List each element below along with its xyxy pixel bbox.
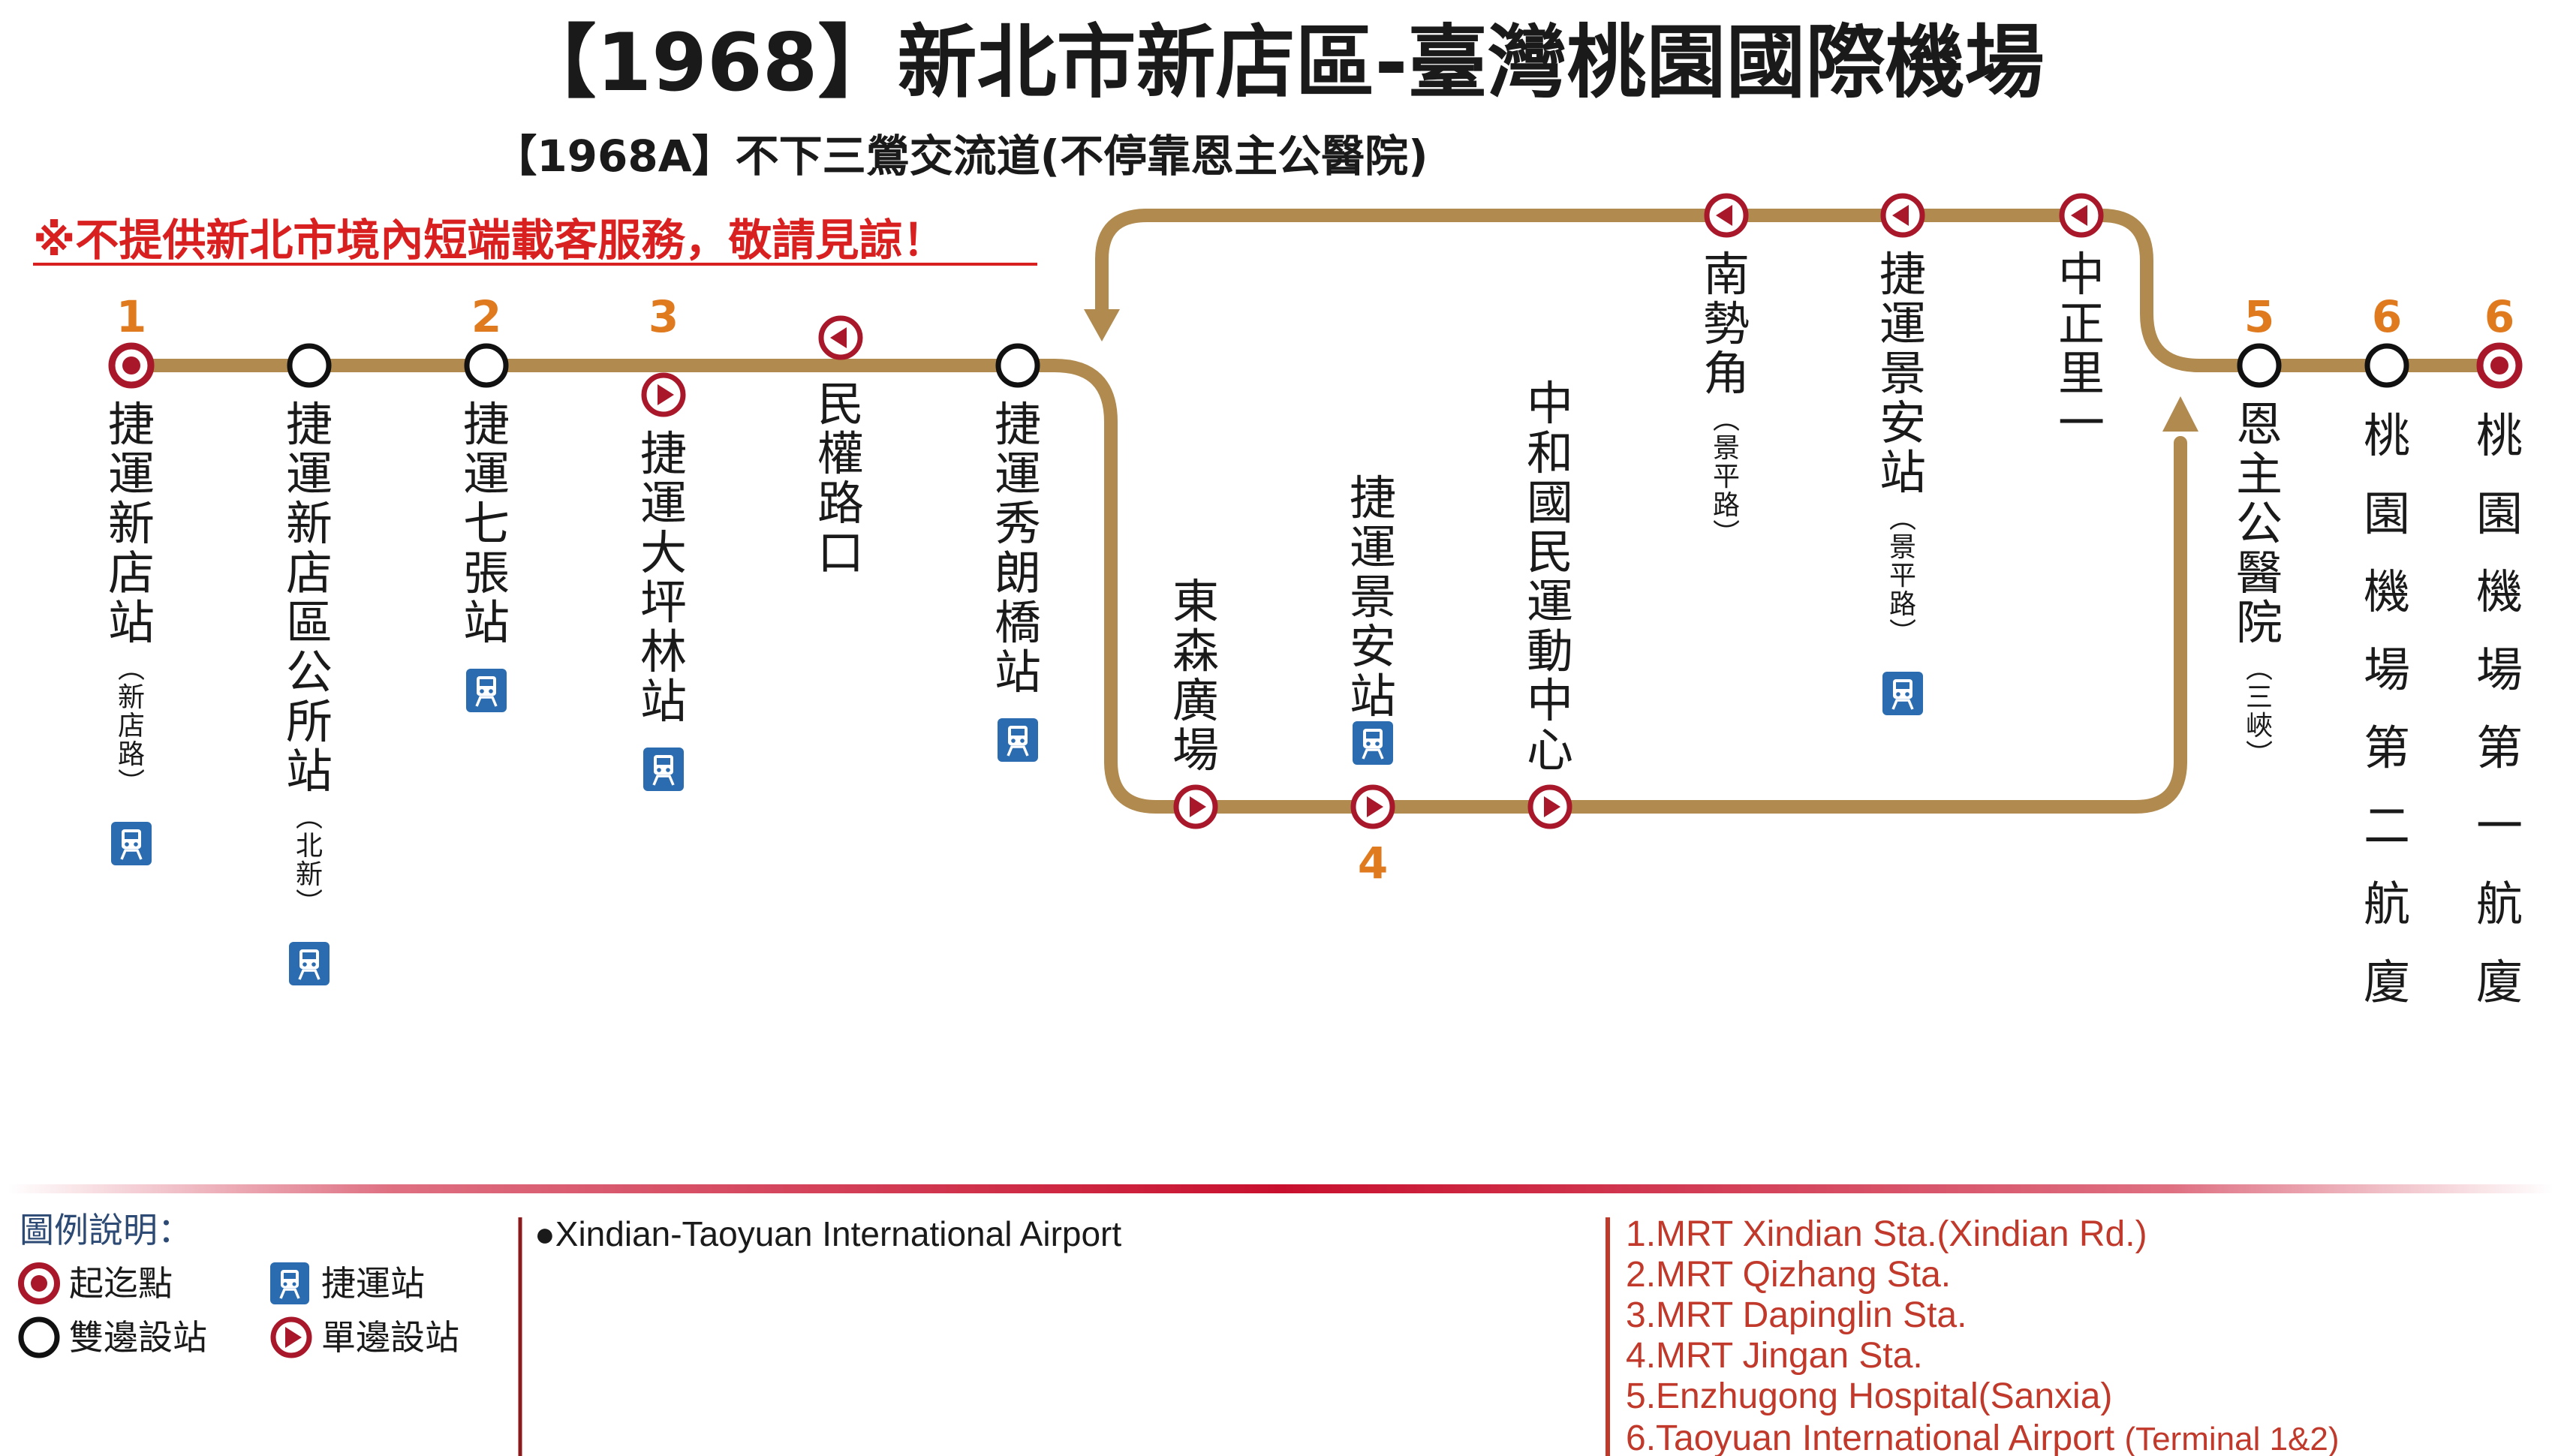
mrt-icon-s3: [466, 669, 507, 712]
legend-divider: [8, 1184, 2553, 1193]
stop-sub-s11: ︵景平路︶: [1889, 504, 1916, 648]
stop-marker-s6: [995, 343, 1040, 388]
legend-terminal-label: 起迄點: [69, 1263, 173, 1304]
stop-name-s7: 東森廣場: [1172, 574, 1219, 778]
stop-number-s4: 3: [649, 291, 679, 342]
stop-name-s14: 桃園機場第二航廈: [2364, 408, 2410, 1009]
stop-marker-s15: [2476, 342, 2523, 389]
english-stop-2: 2.MRT Qizhang Sta.: [1626, 1255, 1951, 1295]
legend-oneway-label: 單邊設站: [321, 1317, 459, 1358]
english-stop-3: 3.MRT Dapinglin Sta.: [1626, 1295, 1967, 1335]
legend-terminal-icon: [18, 1262, 60, 1304]
mrt-icon-s6: [998, 718, 1038, 762]
notice-text: ※不提供新北市境內短端載客服務，敬請見諒！: [33, 215, 946, 266]
route-line: [125, 359, 2187, 814]
mrt-icon-s1: [111, 822, 152, 865]
page-title: 【1968】新北市新店區-臺灣桃園國際機場: [516, 17, 2044, 109]
stop-name-s15: 桃園機場第一航廈: [2476, 408, 2523, 1009]
stop-marker-s12: [2059, 193, 2104, 238]
stop-name-s1: 捷運新店站: [108, 397, 155, 650]
stop-marker-s7: [1173, 784, 1218, 829]
english-stop-5: 5.Enzhugong Hospital(Sanxia): [1626, 1376, 2112, 1416]
stop-name-s10: 南勢角: [1703, 247, 1750, 401]
stop-marker-s4: [641, 372, 686, 417]
stop-marker-s10: [1704, 193, 1749, 238]
stop-marker-s5: [818, 315, 863, 360]
mrt-icon-s8: [1353, 721, 1393, 765]
stop-number-s14: 6: [2372, 291, 2402, 342]
stop-name-s6: 捷運秀朗橋站: [995, 397, 1041, 699]
mrt-icon-s11: [1882, 672, 1923, 715]
stop-name-s8: 捷運景安站: [1350, 471, 1396, 723]
mrt-icon-s2: [289, 942, 330, 985]
stop-number-s8: 4: [1358, 838, 1388, 889]
stop-name-s11: 捷運景安站: [1879, 247, 1926, 500]
direction-arrow-down: [1084, 309, 1120, 341]
stop-marker-s3: [464, 343, 509, 388]
english-stop-1: 1.MRT Xindian Sta.(Xindian Rd.): [1626, 1214, 2147, 1254]
stop-name-s9: 中和國民運動中心: [1527, 376, 1573, 778]
stop-number-s1: 1: [116, 291, 146, 342]
stop-sub-s13: ︵三峽︶: [2246, 654, 2273, 770]
stop-name-s2: 捷運新店區公所站: [286, 397, 333, 799]
mrt-icon-s4: [643, 748, 684, 791]
legend-title: 圖例說明：: [20, 1210, 192, 1250]
direction-arrow-up: [2162, 396, 2198, 432]
stop-marker-s11: [1880, 193, 1925, 238]
stop-number-s15: 6: [2484, 291, 2514, 342]
stop-name-s3: 捷運七張站: [463, 397, 510, 650]
english-stop-4: 4.MRT Jingan Sta.: [1626, 1336, 1923, 1376]
stop-name-s12: 中正里一: [2058, 247, 2105, 450]
english-stop-list: 1.MRT Xindian Sta.(Xindian Rd.)2.MRT Qiz…: [1626, 1214, 2147, 1416]
english-route-name: ●Xindian-Taoyuan International Airport: [534, 1214, 1121, 1253]
legend-mrt-label: 捷運站: [321, 1263, 425, 1304]
stop-marker-s1: [108, 342, 155, 389]
stop-name-s4: 捷運大坪林站: [640, 426, 687, 729]
stop-marker-s9: [1527, 784, 1572, 829]
english-stop-6-terminals: (Terminal 1&2): [2124, 1421, 2339, 1456]
stop-sub-s1: ︵新店路︶: [118, 654, 145, 799]
stop-marker-s13: [2237, 343, 2282, 388]
stop-name-s5: 民權路口: [817, 377, 864, 580]
english-stop-6: 6.Taoyuan International Airport (Termina…: [1626, 1418, 2340, 1456]
stop-sub-s2: ︵北新︶: [296, 802, 323, 919]
legend-both-label: 雙邊設站: [69, 1317, 207, 1358]
page-subtitle: 【1968A】不下三鶯交流道(不停靠恩主公醫院): [493, 131, 1428, 182]
route-line-upper: [1095, 209, 2506, 372]
legend-oneway-icon: [270, 1316, 312, 1358]
stop-number-s13: 5: [2244, 291, 2274, 342]
stop-sub-s10: ︵景平路︶: [1713, 405, 1740, 549]
stops-layer: 捷運新店站 ︵新店路︶ 1 捷運新店區公所站 ︵北新︶ 捷運七張站 2 捷運大坪林站 3 民權路口…: [108, 193, 2523, 1009]
stop-marker-s8: [1350, 784, 1395, 829]
english-stop-6-main: 6.Taoyuan International Airport: [1626, 1418, 2124, 1456]
legend-mrt-icon: [270, 1262, 309, 1304]
stop-marker-s14: [2364, 343, 2409, 388]
stop-name-s13: 恩主公醫院: [2236, 397, 2283, 650]
legend-both-icon: [18, 1316, 60, 1358]
stop-marker-s2: [287, 343, 332, 388]
stop-number-s3: 2: [471, 291, 501, 342]
